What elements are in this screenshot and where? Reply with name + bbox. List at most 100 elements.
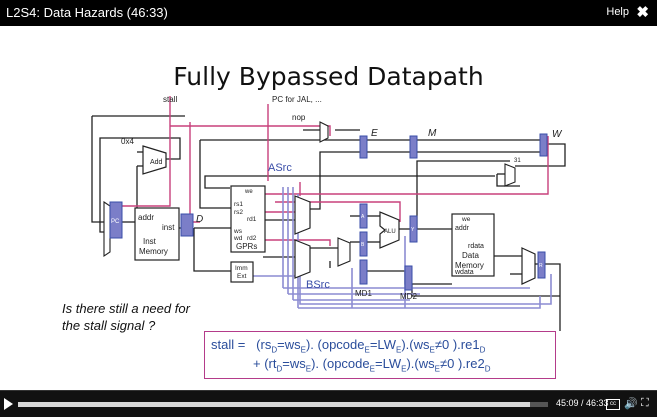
dm-name-1: Data [462, 251, 479, 260]
adder [142, 145, 167, 175]
asrc-mux [294, 195, 311, 235]
eq2-d-sub: E [401, 364, 407, 374]
imm-ext-label-1: Imm [235, 265, 248, 272]
gprs-rd1: rd1 [247, 216, 257, 223]
play-icon[interactable] [4, 398, 13, 410]
bsrc-label: BSrc [306, 279, 330, 291]
inst-memory-name-1: Inst [143, 237, 157, 246]
imm-ext-label: Imm Ext [235, 265, 249, 280]
reg-a [359, 203, 368, 229]
reg-md1 [359, 259, 368, 285]
eq2-d: =LW [374, 356, 402, 371]
asrc-label: ASrc [268, 162, 292, 174]
seek-progress [18, 402, 530, 407]
eq1-f: ≠0 ).re1 [434, 337, 480, 352]
gprs-rs2: rs2 [234, 209, 243, 216]
stall-equation-line1: stall = (rsD=wsE). (opcodeE=LWE).(wsE≠0 … [211, 337, 485, 355]
pc-register-label: PC [111, 219, 120, 225]
stall-label: stall [163, 95, 177, 104]
slide: Fully Bypassed Datapath [0, 26, 657, 390]
eq2-e: ).(ws [406, 356, 435, 371]
gprs-ws: ws [233, 228, 243, 235]
stage-e-label: E [371, 128, 378, 139]
reg-r-label: R [539, 263, 543, 269]
reg-b-label: B [361, 242, 365, 248]
fullscreen-icon[interactable]: ⛶ [641, 397, 649, 409]
reg-md2 [404, 265, 413, 291]
eq1-c: ). (opcode [305, 337, 365, 352]
eq-lhs: stall = [211, 337, 246, 352]
imm-ext [230, 261, 254, 283]
ir-d [180, 213, 194, 237]
const-0x4: 0x4 [121, 137, 134, 146]
question-text: Is there still a need for the stall sign… [62, 301, 190, 333]
stage-m-label: M [428, 128, 437, 139]
stage-d-label: D [196, 214, 203, 225]
reg-y [409, 215, 418, 243]
imm-ext-label-2: Ext [237, 273, 247, 280]
title-bar: L2S4: Data Hazards (46:33) Help ✖ [0, 0, 657, 26]
help-link[interactable]: Help [606, 6, 629, 18]
video-title: L2S4: Data Hazards (46:33) [6, 5, 168, 20]
eq1-c-sub: E [364, 345, 370, 355]
eq1-a: (rs [256, 337, 272, 352]
time-display: 45:09 / 46:33 [556, 398, 609, 408]
dm-name: Data Memory [455, 251, 484, 270]
eq2-c: ). (opcode [311, 356, 370, 371]
slide-title: Fully Bypassed Datapath [173, 62, 484, 91]
speaker-icon[interactable]: 🔊 [624, 398, 638, 410]
inst-memory-name-2: Memory [139, 247, 168, 256]
dm-we: we [461, 216, 471, 223]
eq2-b-sub: E [305, 364, 312, 374]
data-memory [451, 213, 495, 277]
pc-for-jal-label: PC for JAL, ... [272, 95, 322, 104]
ir-w [539, 133, 548, 157]
stall-equation: stall = (rsD=wsE). (opcodeE=LWE).(wsE≠0 … [204, 331, 556, 379]
gprs-rs1: rs1 [234, 201, 243, 208]
eq1-b: =ws [277, 337, 301, 352]
gprs-we: we [244, 189, 253, 195]
captions-icon[interactable]: cc [606, 399, 620, 410]
gprs-name: GPRs [236, 242, 257, 251]
const-31: 31 [514, 158, 521, 164]
seek-bar[interactable] [18, 402, 548, 407]
bsrc-mux [294, 239, 311, 279]
eq1-a-sub: D [271, 345, 278, 355]
adder-label: Add [150, 159, 163, 166]
alu-label: ALU [384, 229, 396, 235]
inst-memory [134, 207, 180, 261]
stall-equation-line2: + (rtD=wsE). (opcodeE=LWE).(wsE≠0 ).re2D [253, 356, 490, 374]
eq2-b: =ws [282, 356, 306, 371]
gprs-rd2: rd2 [247, 235, 257, 242]
close-icon[interactable]: ✖ [636, 4, 649, 21]
dm-name-2: Memory [455, 261, 484, 270]
eq2-e-sub: E [434, 364, 440, 374]
inst-memory-name: Inst Memory [139, 237, 168, 256]
reg-r [537, 251, 546, 279]
eq2-f-sub: D [484, 364, 491, 374]
dm-wdata: wdata [454, 269, 474, 276]
inst-memory-inst: inst [162, 223, 175, 232]
eq2-f: ≠0 ).re2 [439, 356, 485, 371]
gprs-wd: wd [233, 235, 243, 242]
gprs [230, 185, 266, 253]
reg-y-label: Y [411, 227, 415, 233]
ir-m [409, 135, 418, 159]
eq1-d-sub: E [395, 345, 402, 355]
reg-a-label: A [361, 214, 365, 220]
eq1-d: =LW [369, 337, 396, 352]
eq2-a-sub: D [276, 364, 283, 374]
stage-w-label: W [552, 129, 563, 140]
ir-e [359, 135, 368, 159]
md2-label: MD2 [400, 292, 417, 301]
player-controls: 45:09 / 46:33 cc 🔊 ⛶ [0, 390, 657, 417]
eq1-e-sub: E [429, 345, 435, 355]
reg-b [359, 231, 368, 257]
dm-addr: addr [455, 225, 470, 232]
datapath-diagram: Add 0x4 PC addr inst Inst Memory D we rs… [91, 95, 566, 331]
md1-label: MD1 [355, 289, 372, 298]
eq1-e: ).(ws [401, 337, 430, 352]
inst-memory-addr: addr [138, 213, 154, 222]
eq2-c-sub: E [369, 364, 375, 374]
nop-label: nop [292, 113, 306, 122]
